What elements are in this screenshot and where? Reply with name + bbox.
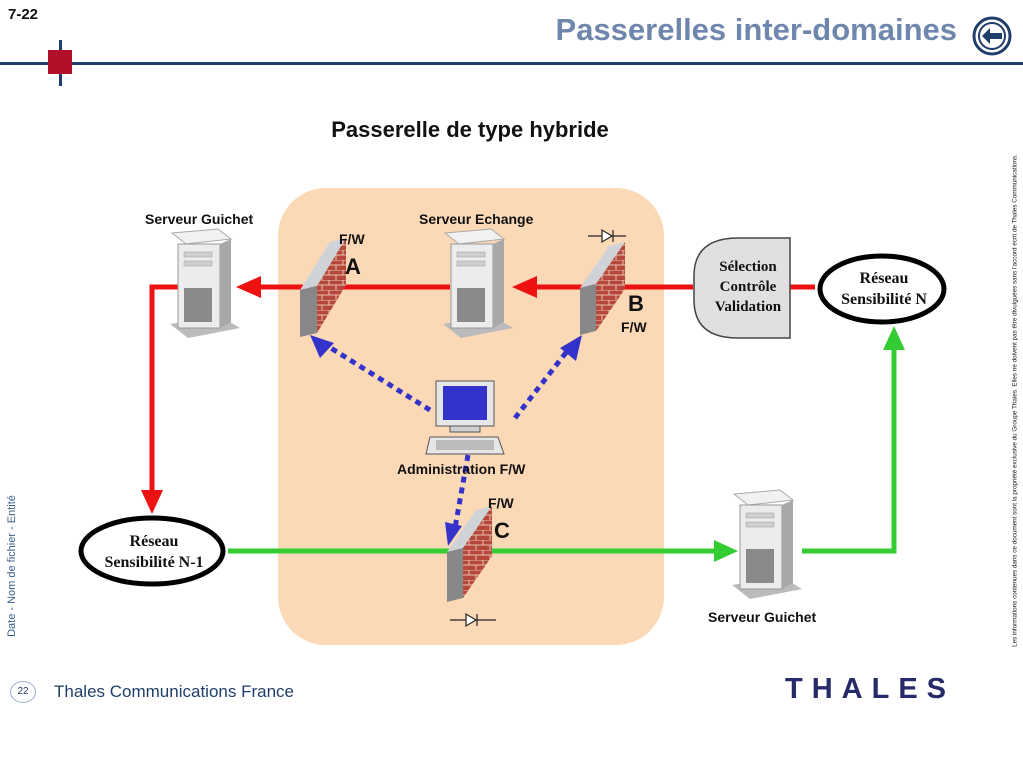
admin-arrow-c bbox=[445, 522, 462, 546]
admin-label: Administration F/W bbox=[397, 461, 526, 477]
back-button[interactable] bbox=[971, 15, 1013, 57]
gateway-diagram bbox=[78, 188, 947, 645]
server-guichet-top-icon bbox=[170, 228, 240, 338]
admin-links bbox=[324, 342, 570, 529]
diode-icon bbox=[588, 228, 626, 244]
firewall-a-letter: A bbox=[345, 254, 361, 279]
disclaimer: Les informations contenues dans ce docum… bbox=[1011, 154, 1019, 647]
firewall-c-letter: C bbox=[494, 518, 510, 543]
diagram-title: Passerelle de type hybride bbox=[331, 117, 609, 142]
header-rule bbox=[0, 62, 1023, 65]
left-arrow-circle-icon bbox=[972, 16, 1012, 56]
firewall-b-icon bbox=[580, 242, 625, 335]
control-line: Contrôle bbox=[719, 279, 777, 295]
network-n-label: Réseau Sensibilité N bbox=[822, 268, 946, 310]
network-n-line1: Réseau bbox=[859, 270, 909, 287]
network-n-line2: Sensibilité N bbox=[841, 291, 927, 308]
server-guichet-bottom-icon bbox=[732, 489, 802, 599]
firewall-a-label: F/W bbox=[339, 231, 365, 247]
admin-arrow-b bbox=[560, 335, 582, 361]
server-echange-label: Serveur Echange bbox=[419, 211, 534, 227]
page-title: Passerelles inter-domaines bbox=[555, 12, 957, 47]
side-label: Date - Nom de fichier - Entité bbox=[6, 495, 18, 637]
red-flow bbox=[141, 276, 815, 514]
validation-line: Validation bbox=[714, 299, 782, 315]
company-name: Thales Communications France bbox=[54, 682, 294, 701]
firewall-c-icon bbox=[447, 506, 492, 602]
admin-arrow-a bbox=[310, 335, 334, 358]
slide-number: 7-22 bbox=[8, 6, 39, 23]
server-guichet-top-label: Serveur Guichet bbox=[145, 211, 254, 227]
network-n-ellipse bbox=[817, 253, 947, 325]
diode-icon bbox=[450, 612, 496, 628]
firewall-b-letter: B bbox=[628, 291, 644, 316]
selection-line: Sélection bbox=[719, 259, 777, 275]
network-n1-line1: Réseau bbox=[129, 533, 179, 550]
page-number: 22 bbox=[10, 681, 36, 703]
selection-box-text: Sélection Contrôle Validation bbox=[698, 257, 798, 317]
admin-computer-icon bbox=[425, 380, 505, 455]
thales-logo: THALES bbox=[785, 673, 955, 705]
network-n1-line2: Sensibilité N-1 bbox=[104, 554, 204, 571]
selection-box bbox=[693, 237, 791, 339]
server-echange-icon bbox=[443, 228, 513, 338]
green-flow bbox=[228, 326, 905, 562]
firewall-b-label: F/W bbox=[621, 319, 647, 335]
header-square bbox=[48, 50, 72, 74]
server-guichet-bottom-label: Serveur Guichet bbox=[708, 609, 817, 625]
firewall-c-label: F/W bbox=[488, 495, 514, 511]
network-n1-ellipse bbox=[78, 515, 226, 587]
firewall-a-icon bbox=[300, 238, 346, 337]
network-n1-label: Réseau Sensibilité N-1 bbox=[84, 531, 224, 573]
